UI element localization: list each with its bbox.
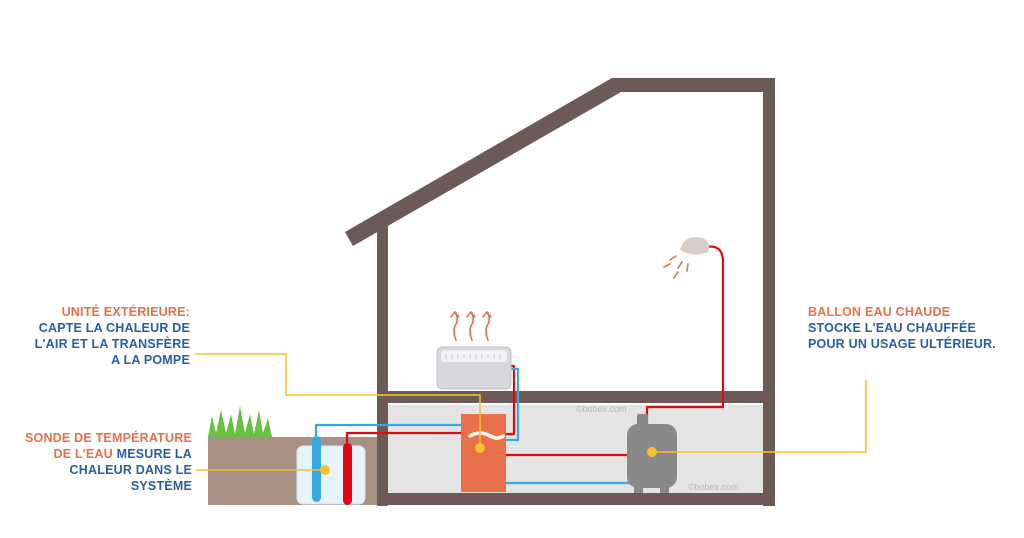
water-probe-line-3: CHALEUR DANS LE <box>69 463 192 477</box>
cold-probe-rod <box>312 436 321 502</box>
water-probe-tank <box>296 445 366 505</box>
water-probe-line-2: DE L'EAU MESURE LA <box>10 446 192 462</box>
marker-hot-water-tank <box>647 447 657 457</box>
outdoor-unit-line-1: CAPTE LA CHALEUR DE <box>38 321 190 335</box>
heat-pump <box>461 414 506 492</box>
floor-slab <box>377 391 775 403</box>
ground-floor <box>377 493 775 505</box>
label-hot-water-tank: BALLON EAU CHAUDE STOCKE L'EAU CHAUFFÉE … <box>808 304 1018 352</box>
cold-pipe-indoor-unit <box>500 367 520 442</box>
watermark-2: ©bobex.com <box>688 482 739 492</box>
watermark-1: ©bobex.com <box>576 404 627 414</box>
indoor-unit-vents <box>445 354 501 359</box>
water-probe-line-4: SYSTÈME <box>130 479 192 493</box>
roof <box>345 78 775 246</box>
heat-arrows-icon <box>450 311 492 341</box>
hot-pipe-shower <box>645 245 725 438</box>
left-wall <box>377 219 388 506</box>
water-probe-line-2-rest: MESURE LA <box>112 447 192 461</box>
marker-water-probe <box>320 465 330 475</box>
hot-water-tank-title: BALLON EAU CHAUDE <box>808 305 951 319</box>
indoor-unit-face <box>441 350 507 362</box>
hot-water-tank-line-1: STOCKE L'EAU CHAUFFÉE <box>808 321 977 335</box>
marker-outdoor-unit <box>475 443 485 453</box>
right-wall <box>763 78 775 506</box>
water-drops-icon <box>663 255 689 279</box>
hot-water-tank-line-2: POUR UN USAGE ULTÉRIEUR. <box>808 337 996 351</box>
water-probe-title-1: SONDE DE TEMPÉRATURE <box>25 431 192 445</box>
outdoor-unit-title: UNITÉ EXTÉRIEURE: <box>61 305 190 319</box>
basement <box>385 405 774 493</box>
shower-head-icon <box>680 237 710 255</box>
heat-pump-coil <box>468 431 505 440</box>
outdoor-unit-line-3: A LA POMPE <box>111 353 190 367</box>
hot-probe-rod <box>343 443 352 505</box>
house-outline <box>345 78 775 506</box>
leader-hot-water-tank <box>652 380 867 453</box>
leader-lines <box>195 353 867 471</box>
label-water-probe: SONDE DE TEMPÉRATURE DE L'EAU MESURE LA … <box>10 430 192 494</box>
leader-outdoor-unit <box>195 353 481 448</box>
outdoor-unit-line-2: L'AIR ET LA TRANSFÈRE <box>34 337 190 351</box>
label-outdoor-unit: UNITÉ EXTÉRIEURE: CAPTE LA CHALEUR DE L'… <box>20 304 190 368</box>
grass-icon <box>208 406 272 437</box>
hot-pipe-probe <box>345 431 462 444</box>
water-probe-title-2: DE L'EAU <box>53 447 113 461</box>
